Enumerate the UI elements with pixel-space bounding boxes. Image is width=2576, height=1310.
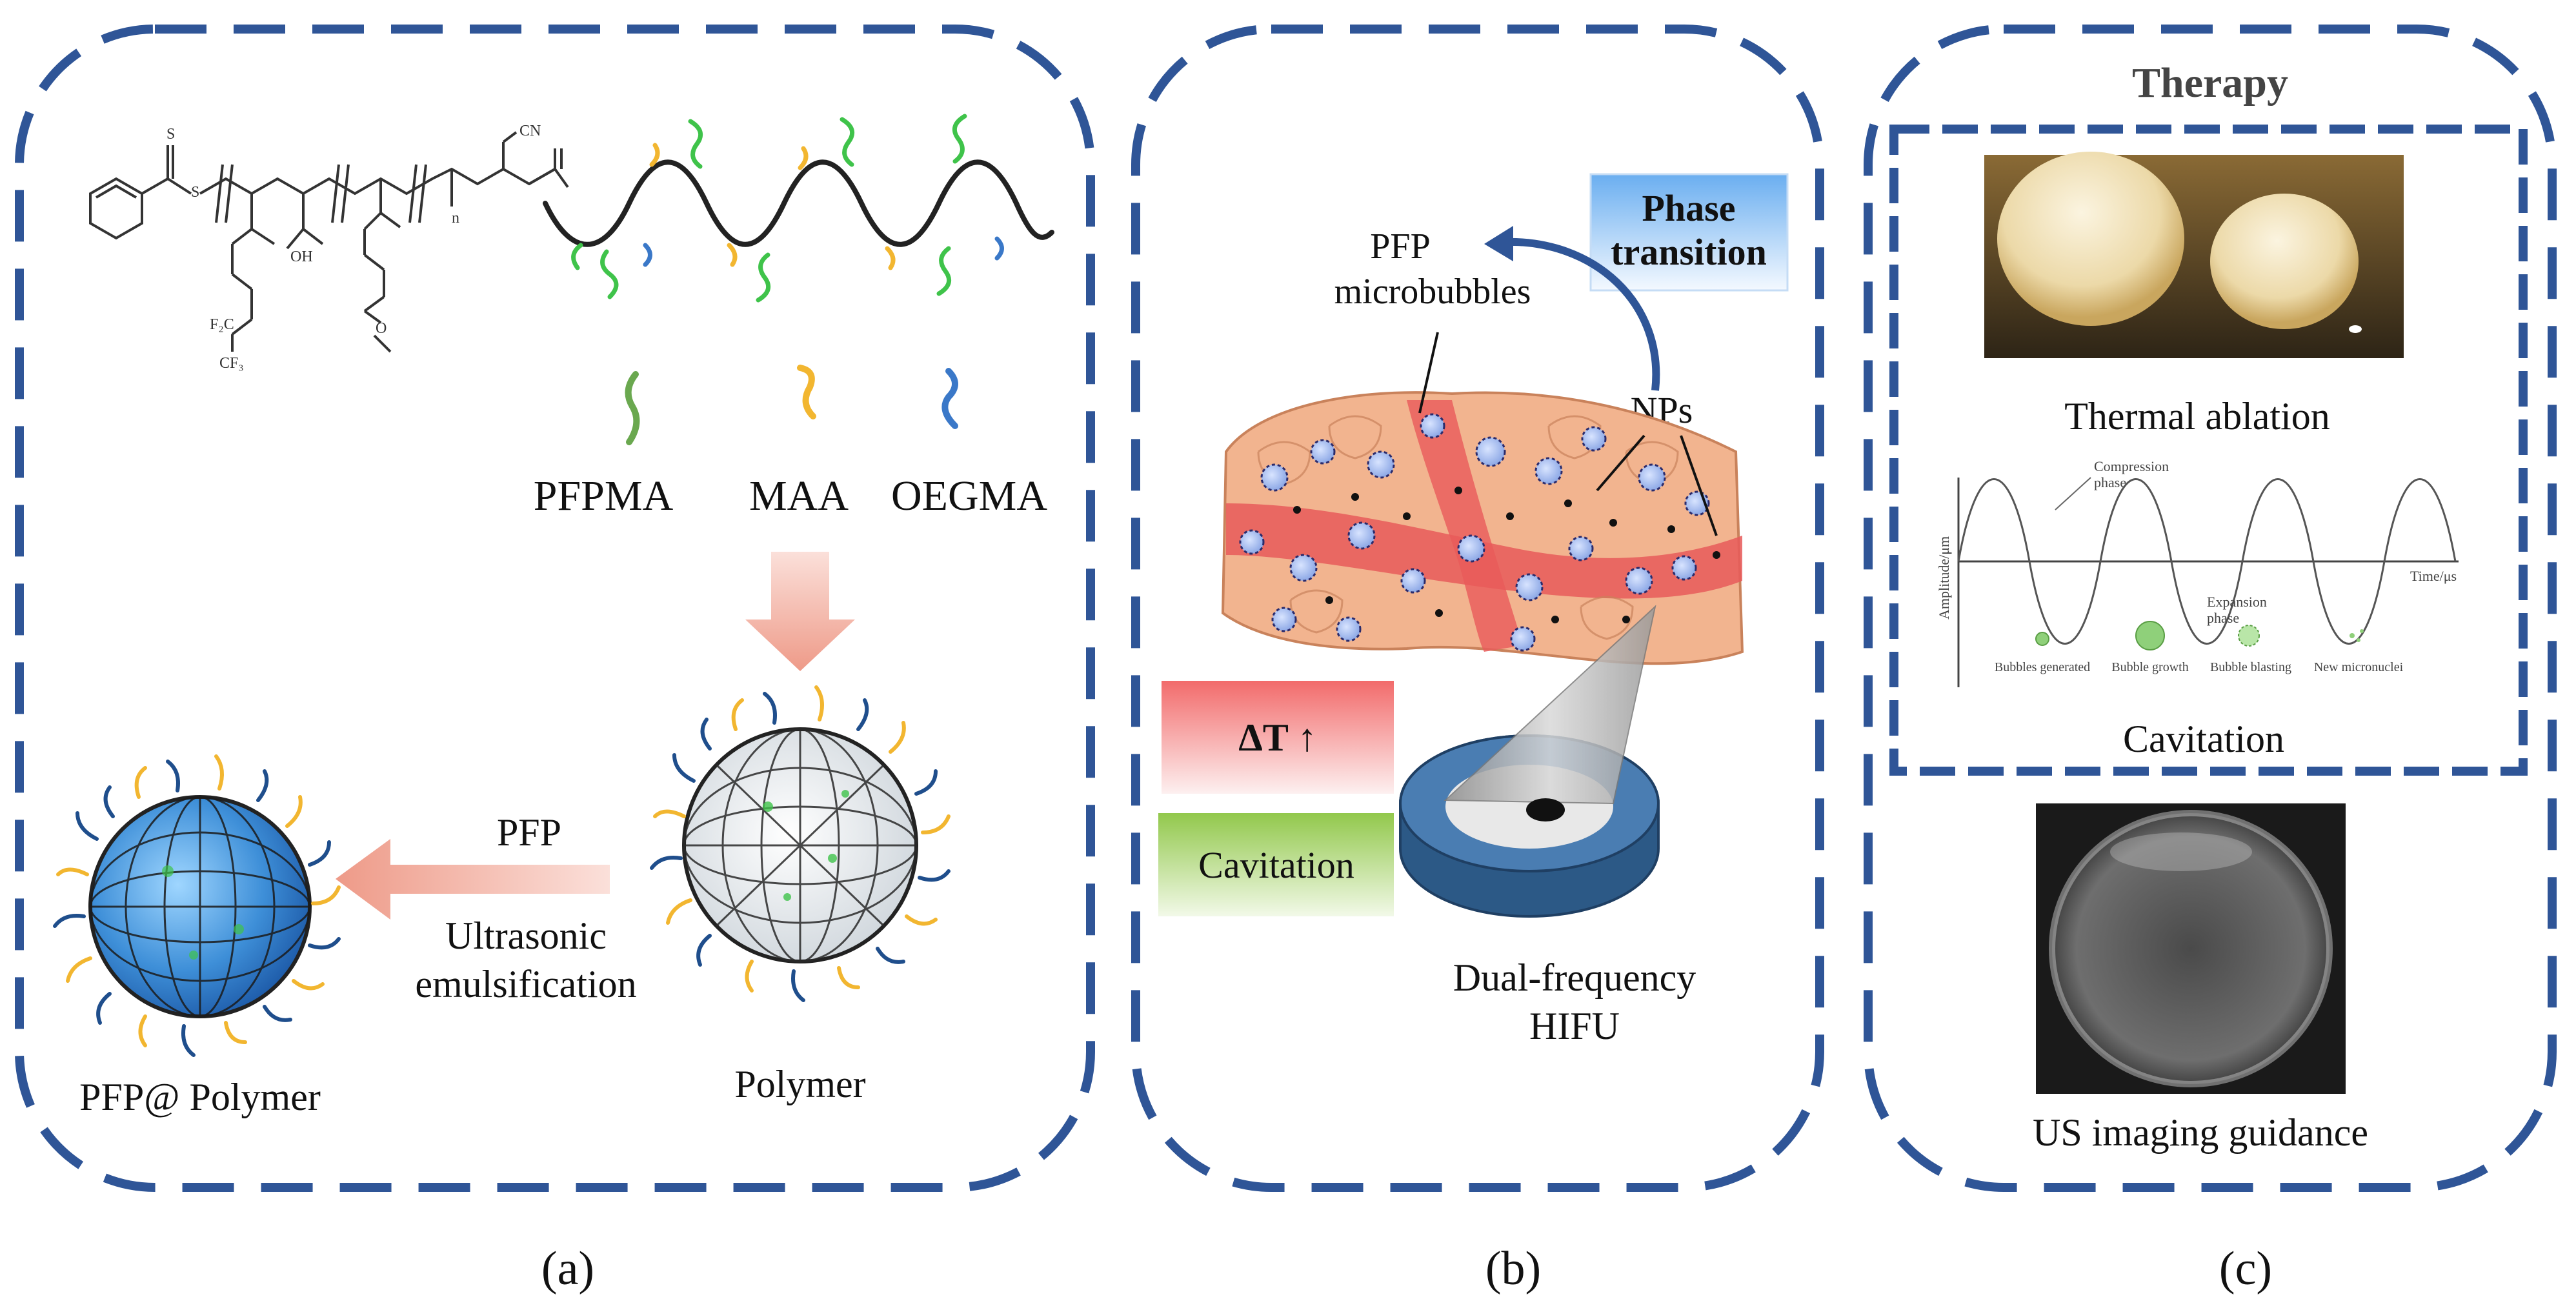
- phase-transition-box: Phase transition: [1589, 173, 1789, 292]
- arrow-label-pfp: PFP: [497, 811, 561, 854]
- us-guidance-label: US imaging guidance: [2033, 1111, 2368, 1154]
- nanoparticles: [1293, 487, 1720, 623]
- plot-label-expansion-2: phase: [2207, 610, 2239, 626]
- maa-monomer-icon: [797, 365, 816, 419]
- delta-t-label: ΔT ↑: [1238, 716, 1317, 759]
- therapy-title: Therapy: [2132, 59, 2288, 106]
- plot-label-compression-1: Compression: [2094, 458, 2169, 474]
- chem-label-cf3: CF₃: [219, 355, 244, 372]
- pfp-polymer-label: PFP@ Polymer: [79, 1076, 321, 1118]
- hifu-label-line2: HIFU: [1529, 1005, 1620, 1047]
- left-arrow-icon: [336, 839, 610, 920]
- caption-c: (c): [2219, 1242, 2272, 1295]
- cavitation-wave: [1957, 478, 2457, 645]
- monomer-label-oegma: OEGMA: [891, 472, 1047, 519]
- phase-transition-line2: transition: [1611, 231, 1767, 273]
- monomer-label-pfpma: PFPMA: [534, 472, 674, 519]
- chem-label-oh: OH: [290, 248, 313, 265]
- panel-b-frame: [1131, 25, 1824, 1192]
- plot-label-amplitude: Amplitude/μm: [1936, 536, 1952, 620]
- hifu-label-line1: Dual-frequency: [1453, 956, 1696, 999]
- tumor-tissue-illustration: [1221, 332, 1744, 665]
- pfp-polymer-mesh: [89, 796, 311, 1018]
- thermal-ablation-photo: [1984, 152, 2404, 358]
- chemical-structure-labels: S S OH CN F₂C CF₃ O n: [166, 123, 541, 372]
- plot-label-expansion-1: Expansion: [2207, 594, 2267, 610]
- phase-transition-line1: Phase: [1642, 187, 1736, 229]
- delta-t-box: ΔT ↑: [1162, 681, 1394, 794]
- cavitation-box: Cavitation: [1158, 813, 1394, 916]
- cavitation-plot: Compression phase Expansion phase Time/μ…: [1936, 458, 2459, 687]
- chem-label-o: O: [376, 320, 387, 337]
- plot-stage-2: Bubble growth: [2111, 660, 2188, 674]
- polymer-corona: [650, 685, 951, 1002]
- polymer-backbone: [543, 159, 1054, 247]
- pfp-microbubbles-line2: microbubbles: [1334, 272, 1531, 312]
- phase-transition-arrow: [1503, 237, 1660, 391]
- plot-label-compression-2: phase: [2094, 474, 2126, 490]
- chem-label-f2c: F₂C: [210, 316, 234, 333]
- microbubbles: [1239, 413, 1710, 652]
- chem-label-cn: CN: [519, 123, 541, 139]
- us-image: [2036, 803, 2346, 1094]
- oegma-monomer-icon: [941, 368, 958, 429]
- cavitation-label-b: Cavitation: [1198, 844, 1354, 886]
- pfp-microbubbles-line1: PFP: [1370, 227, 1430, 267]
- therapy-inner-frame: [1889, 125, 2528, 776]
- polymer-label: Polymer: [734, 1063, 865, 1105]
- chem-label-s: S: [191, 184, 199, 201]
- hifu-focus-cone: [1444, 605, 1656, 805]
- pfp-polymer-corona: [53, 754, 341, 1057]
- cavitation-label-c: Cavitation: [2123, 718, 2284, 760]
- polymer-chain-illustration: [543, 114, 1054, 303]
- panel-a-frame: [15, 25, 1095, 1192]
- cavitation-bubbles: [2035, 621, 2364, 650]
- arrow-label-ultrasonic: Ultrasonic: [445, 914, 607, 957]
- hifu-transducer: [1399, 605, 1660, 918]
- monomer-icons: [625, 365, 958, 445]
- chemical-structure: [89, 131, 569, 353]
- pfpma-monomer-icon: [625, 371, 640, 445]
- plot-stage-1: Bubbles generated: [1995, 660, 2090, 674]
- chem-label-n: n: [452, 210, 459, 227]
- polymer-sphere: [650, 685, 951, 1002]
- caption-b: (b): [1485, 1242, 1541, 1295]
- monomer-label-maa: MAA: [749, 472, 849, 519]
- plot-stage-3: Bubble blasting: [2210, 660, 2291, 674]
- panel-c-frame: [1864, 25, 2557, 1192]
- chem-label-s: S: [166, 126, 175, 143]
- caption-a: (a): [541, 1242, 594, 1295]
- polymer-mesh: [683, 728, 918, 963]
- thermal-ablation-label: Thermal ablation: [2064, 395, 2330, 438]
- plot-stage-4: New micronuclei: [2314, 660, 2404, 674]
- pfp-polymer-sphere: [53, 754, 341, 1057]
- down-arrow-icon: [745, 552, 855, 671]
- arrow-label-emulsification: emulsification: [415, 963, 636, 1005]
- curved-arrow-head-icon: [1484, 226, 1513, 261]
- plot-label-time: Time/μs: [2410, 568, 2457, 584]
